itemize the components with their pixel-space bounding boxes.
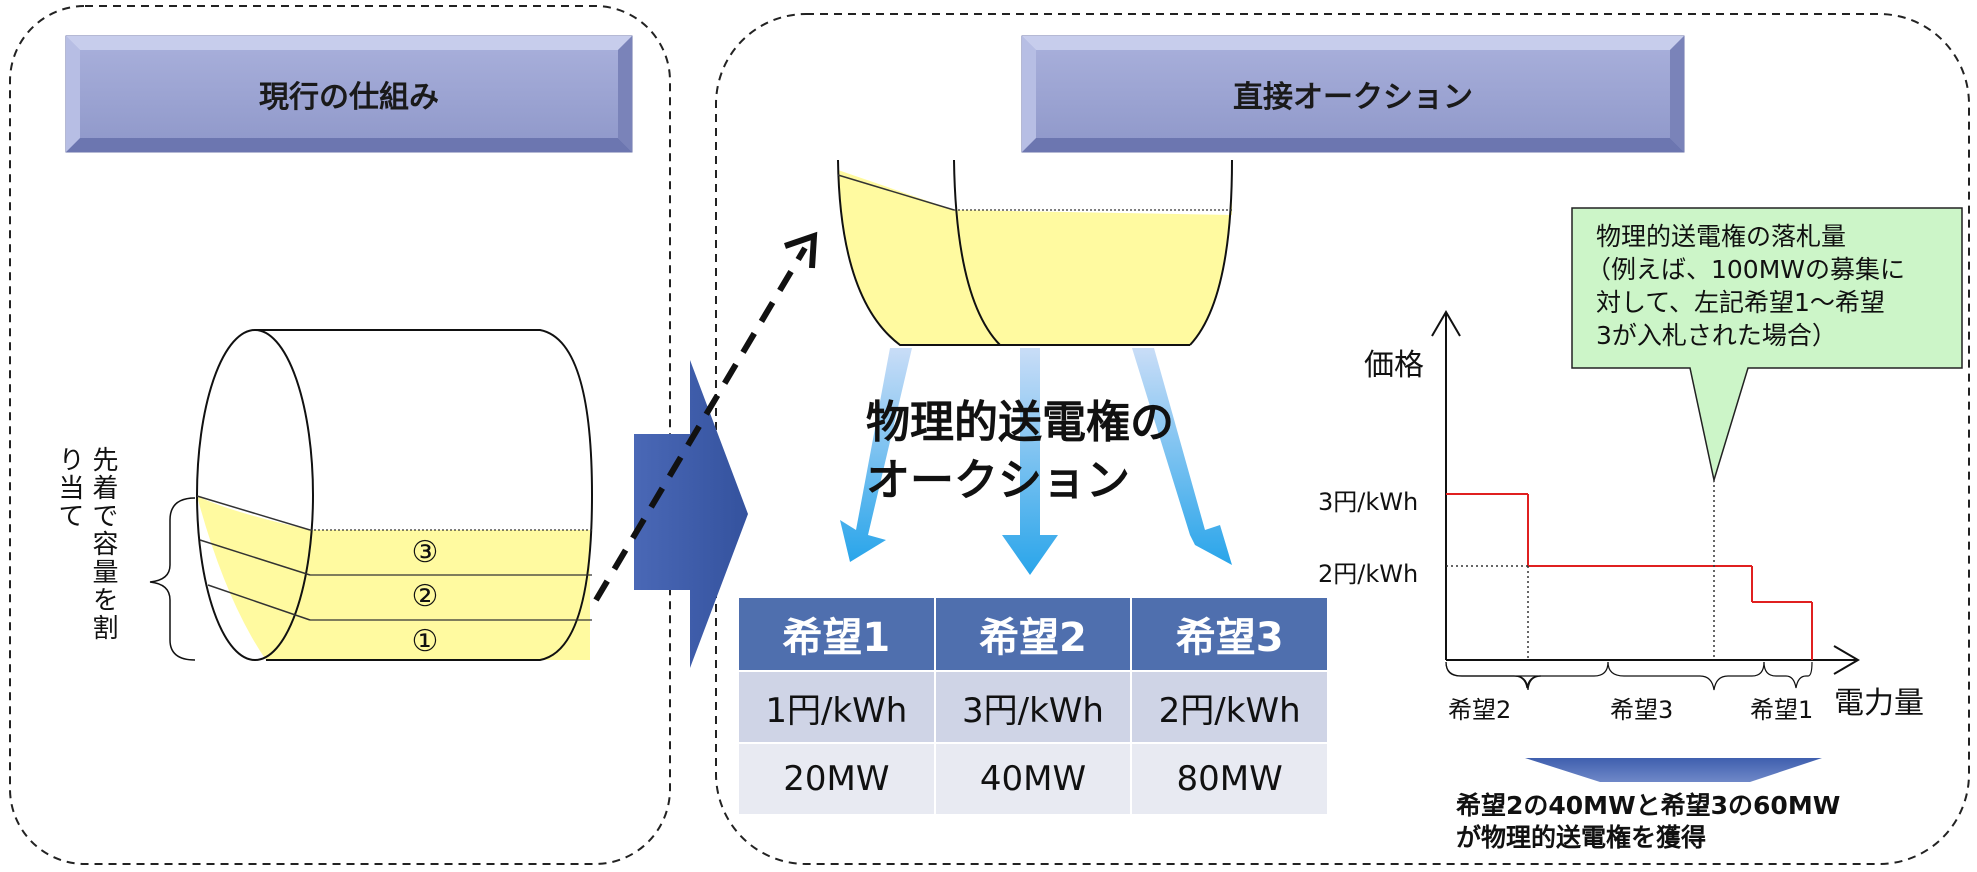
x-axis-label: 電力量 bbox=[1834, 686, 1924, 721]
bid-price-3: 2円/kWh bbox=[1132, 672, 1327, 742]
bid-header-1: 希望1 bbox=[739, 598, 934, 670]
x-segment-label-2: 希望3 bbox=[1610, 696, 1674, 724]
auction-label-line2: オークション bbox=[866, 455, 1130, 506]
slot-3-label: ③ bbox=[411, 535, 439, 570]
price-step-layer bbox=[1446, 480, 1813, 660]
y-tick-3yen: 3円/kWh bbox=[1318, 488, 1419, 516]
dashed-transfer-arrow bbox=[593, 246, 808, 602]
flow-arrows bbox=[840, 348, 1232, 575]
chart-axes bbox=[1431, 310, 1860, 675]
bid-price-1: 1円/kWh bbox=[739, 672, 934, 742]
slot-1-label: ① bbox=[411, 624, 439, 659]
callout-line3: 対して、左記希望1～希望 bbox=[1596, 288, 1885, 317]
auction-cylinder bbox=[837, 159, 1233, 346]
x-segment-braces bbox=[1445, 661, 1813, 691]
current-system-title: 現行の仕組み bbox=[259, 80, 439, 115]
left-title-box bbox=[65, 35, 633, 153]
callout-line2: （例えば、100MWの募集に bbox=[1586, 255, 1906, 284]
y-tick-2yen: 2円/kWh bbox=[1318, 560, 1419, 588]
bid-volume-2: 40MW bbox=[935, 744, 1131, 814]
result-line2: が物理的送電権を獲得 bbox=[1456, 823, 1707, 852]
direct-auction-title: 直接オークション bbox=[1233, 80, 1473, 115]
bid-table: 希望1 希望2 希望3 1円/kWh 3円/kWh 2円/kWh 20MW 40… bbox=[737, 596, 1329, 816]
x-segment-label-3: 希望1 bbox=[1750, 696, 1814, 724]
bid-volume-1: 20MW bbox=[739, 744, 934, 814]
auction-label-line1: 物理的送電権の bbox=[866, 397, 1174, 448]
callout-line4: 3が入札された場合） bbox=[1596, 321, 1837, 350]
callout-line1: 物理的送電権の落札量 bbox=[1596, 222, 1847, 251]
slot-2-label: ② bbox=[411, 579, 439, 614]
right-title-box bbox=[1021, 35, 1685, 153]
y-axis-label: 価格 bbox=[1364, 348, 1424, 383]
big-right-arrow bbox=[634, 360, 748, 668]
bid-header-2: 希望2 bbox=[935, 598, 1131, 670]
callout-box bbox=[1571, 207, 1963, 483]
bid-price-2: 3円/kWh bbox=[935, 672, 1131, 742]
capacity-cylinder bbox=[149, 329, 594, 661]
first-come-label: 先着で容量を割り当て bbox=[54, 446, 118, 642]
result-line1: 希望2の40MWと希望3の60MW bbox=[1456, 791, 1841, 820]
x-segment-label-1: 希望2 bbox=[1448, 696, 1512, 724]
bid-volume-3: 80MW bbox=[1132, 744, 1327, 814]
result-down-arrow bbox=[1525, 758, 1822, 782]
bid-header-3: 希望3 bbox=[1132, 598, 1327, 670]
